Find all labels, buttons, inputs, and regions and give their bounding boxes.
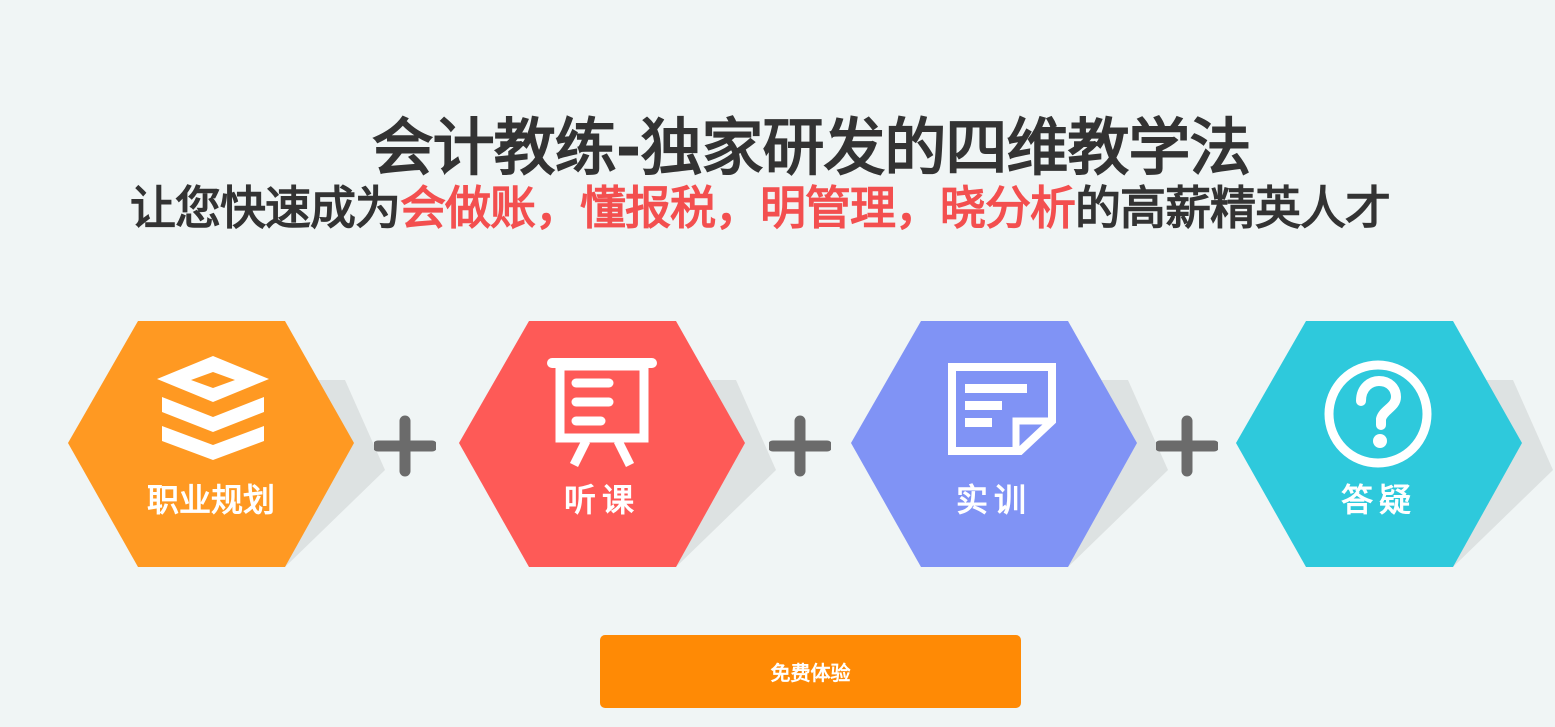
step-qa: 答疑 — [1236, 321, 1555, 568]
plus-icon — [769, 415, 831, 477]
step-career-planning: 职业规划 — [68, 321, 398, 568]
hexagon-shape — [68, 321, 385, 567]
page-subtitle: 让您快速成为会做账，懂报税，明管理，晓分析的高薪精英人才 — [130, 176, 1530, 240]
subtitle-comma: ， — [715, 181, 761, 235]
document-note-icon — [948, 363, 1056, 455]
plus-icon — [1156, 415, 1218, 477]
subtitle-highlight-management: 明管理 — [760, 181, 896, 235]
free-trial-button[interactable]: 免费体验 — [600, 635, 1021, 708]
step-label: 答疑 — [1340, 481, 1417, 519]
subtitle-comma: ， — [535, 181, 581, 235]
hexagon-shape — [459, 321, 776, 567]
subtitle-highlight-tax: 懂报税 — [580, 181, 716, 235]
plus-icon — [374, 415, 436, 477]
subtitle-highlight-analysis: 晓分析 — [940, 181, 1076, 235]
question-circle-icon — [1324, 360, 1432, 468]
layers-stack-icon — [157, 356, 269, 460]
step-label: 听课 — [563, 481, 640, 519]
subtitle-prefix: 让您快速成为 — [130, 181, 401, 235]
step-lectures: 听课 — [459, 321, 789, 568]
step-label: 职业规划 — [146, 481, 275, 519]
step-practical-training: 实训 — [851, 321, 1181, 568]
step-label: 实训 — [955, 481, 1032, 519]
subtitle-comma: ， — [895, 181, 941, 235]
subtitle-highlight-bookkeeping: 会做账 — [400, 181, 536, 235]
hexagon-shape — [851, 321, 1168, 567]
page-title: 会计教练-独家研发的四维教学法 — [371, 110, 1252, 184]
presentation-board-icon — [547, 358, 657, 468]
subtitle-suffix: 的高薪精英人才 — [1075, 181, 1391, 235]
